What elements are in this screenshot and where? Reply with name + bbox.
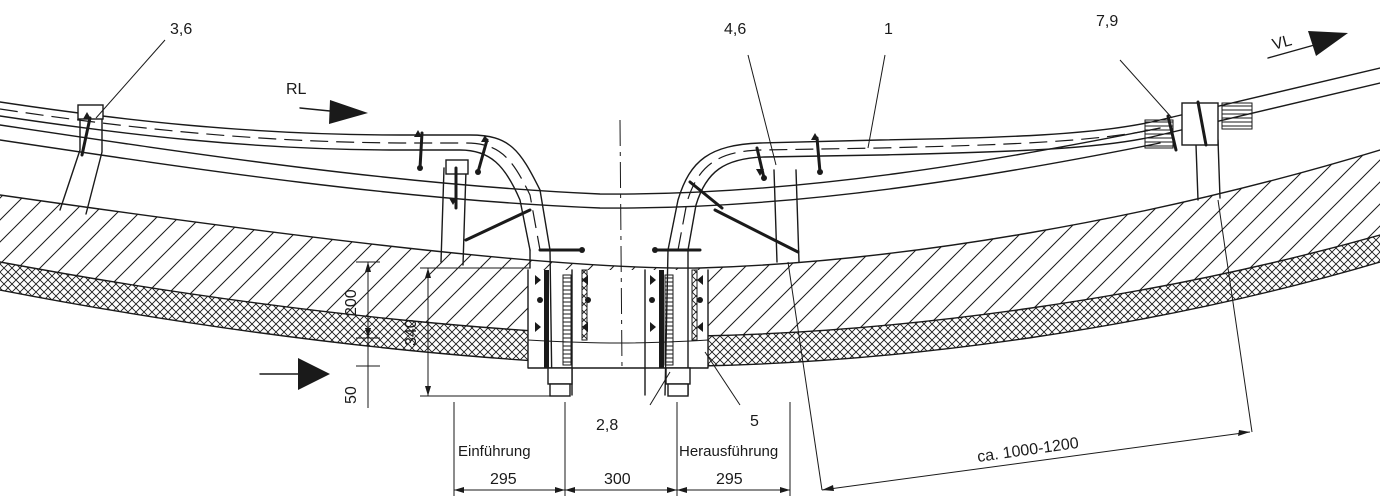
inlet-arrow-head: [298, 358, 330, 390]
label-einfuehrung: Einführung: [458, 443, 531, 460]
label-3-6: 3,6: [170, 21, 192, 38]
label-rl: RL: [286, 81, 307, 98]
label-5: 5: [750, 413, 759, 430]
rl-arrow-head: [329, 100, 368, 124]
pipe-clamps: [80, 100, 1208, 253]
long-pipe-lower: [0, 124, 1161, 209]
vl-arrow-head: [1308, 31, 1348, 56]
dim-340: 340: [403, 319, 420, 346]
leader-lines: [95, 39, 1173, 406]
flow-pipe-vl: [667, 67, 1380, 251]
flow-arrows: [259, 31, 1348, 390]
label-7-9: 7,9: [1096, 13, 1118, 30]
label-vl: VL: [1270, 32, 1293, 54]
dim-295-right: 295: [716, 471, 743, 488]
dim-300: 300: [604, 471, 631, 488]
label-herausfuehrung: Herausführung: [679, 443, 778, 460]
dimension-lines: [356, 199, 1253, 496]
label-4-6: 4,6: [724, 21, 746, 38]
anchor-bolts: [535, 269, 703, 397]
dim-295-left: 295: [490, 471, 517, 488]
dim-200: 200: [343, 289, 360, 316]
dim-ca-range: ca. 1000-1200: [976, 435, 1080, 466]
dim-50: 50: [343, 386, 360, 404]
label-1: 1: [884, 21, 893, 38]
wall-opening: [527, 269, 709, 369]
label-2-8: 2,8: [596, 417, 618, 434]
